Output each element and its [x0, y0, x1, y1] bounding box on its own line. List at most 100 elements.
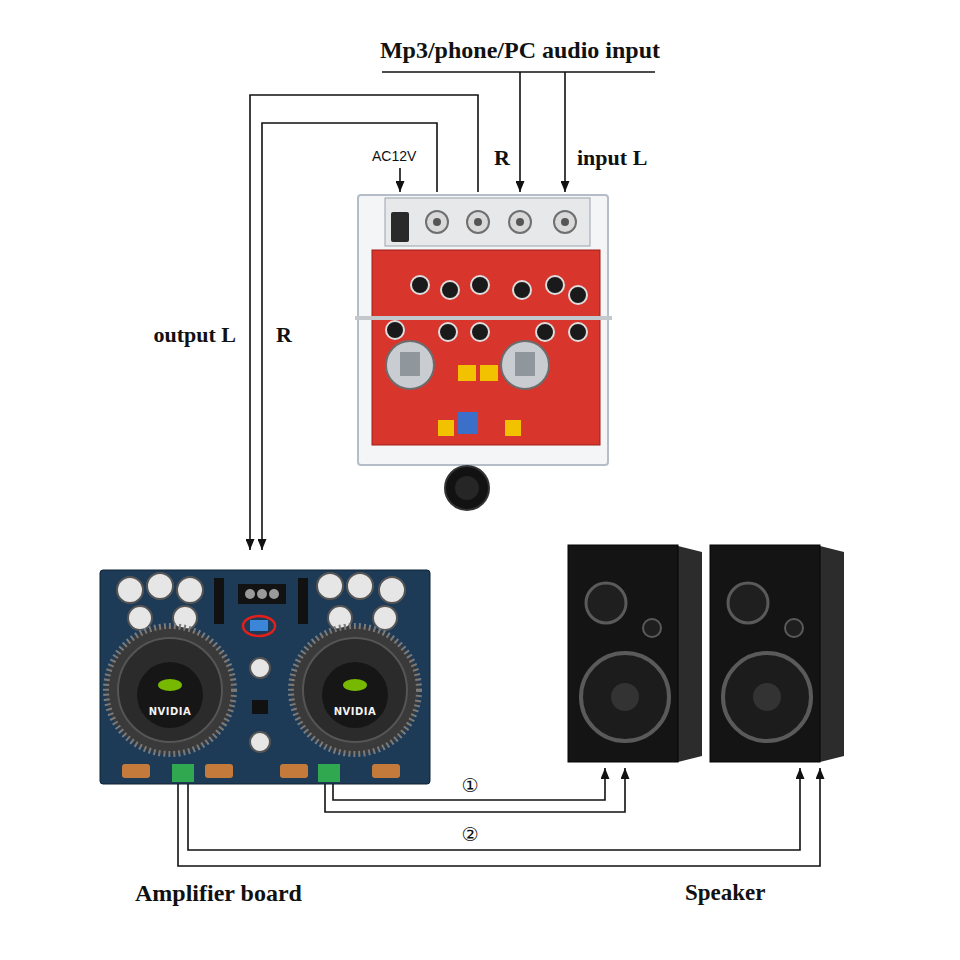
- vacuum-tube: [501, 341, 549, 389]
- inductor: [280, 764, 308, 778]
- wire-connector: [250, 95, 478, 550]
- tweeter: [643, 619, 661, 637]
- source-label-box: Mp3/phone/PC audio input: [355, 28, 685, 72]
- capacitor: [250, 658, 270, 678]
- capacitor: [513, 281, 531, 299]
- capacitor: [471, 276, 489, 294]
- film-capacitor: [480, 365, 498, 381]
- capacitor: [569, 323, 587, 341]
- capacitor: [411, 276, 429, 294]
- wire: [188, 768, 800, 850]
- capacitor: [117, 577, 143, 603]
- node-label: Speaker: [685, 880, 766, 906]
- speaker-pair: [568, 545, 844, 762]
- capacitor: [177, 577, 203, 603]
- highlight-ring: [243, 616, 275, 636]
- capacitor: [386, 321, 404, 339]
- fan-logo: NVIDIA: [334, 706, 377, 717]
- film-capacitor: [505, 420, 521, 436]
- channel-label: R: [492, 145, 512, 171]
- cooling-fan: [118, 638, 222, 742]
- preamp-box: AC12V: [355, 192, 613, 467]
- volume-pot: [458, 412, 478, 434]
- wire-connector: [565, 72, 566, 192]
- wire: [333, 768, 605, 800]
- inductor: [122, 764, 150, 778]
- speaker-side: [678, 546, 702, 762]
- heatsink-fins: [291, 626, 419, 754]
- amplifier-board: [100, 570, 430, 784]
- channel-label: output L: [151, 322, 238, 348]
- heatsink-plate: [298, 578, 308, 624]
- dc-jack: [391, 212, 409, 242]
- speaker-cabinet: [710, 545, 820, 762]
- callout-number: ①: [459, 774, 480, 796]
- speaker-terminal: [172, 764, 194, 782]
- capacitor: [439, 323, 457, 341]
- power-pointer: [399, 168, 401, 192]
- capacitor: [147, 573, 173, 599]
- wire: [325, 768, 625, 812]
- capacitor: [441, 281, 459, 299]
- support-rod: [355, 316, 612, 320]
- node-label: AC12V: [372, 148, 416, 164]
- callout-number: ②: [459, 823, 480, 845]
- fan-hub: [137, 662, 203, 728]
- heatsink-fins: [106, 626, 234, 754]
- woofer-cap: [611, 683, 639, 711]
- rca-jack: [426, 211, 448, 233]
- channel-label: R: [274, 322, 294, 348]
- terminal-screw: [257, 589, 267, 599]
- speaker-cabinet: [568, 545, 678, 762]
- inductor: [205, 764, 233, 778]
- rca-jack: [554, 211, 576, 233]
- capacitor: [317, 573, 343, 599]
- wire-connector: [325, 768, 625, 812]
- capacitor: [569, 286, 587, 304]
- red-pcb: [372, 250, 600, 445]
- tube-preamp: [355, 195, 612, 510]
- rca-jack: [467, 211, 489, 233]
- capacitor: [373, 606, 397, 630]
- capacitor: [546, 276, 564, 294]
- wire: [262, 123, 437, 550]
- film-capacitor: [458, 365, 476, 381]
- wire-connector: [262, 123, 437, 550]
- speaker-terminal: [318, 764, 340, 782]
- amplifier-box: Amplifier board: [100, 550, 430, 784]
- wire: [178, 768, 820, 866]
- channel-label: input L: [575, 145, 649, 171]
- node-label: Mp3/phone/PC audio input: [380, 37, 660, 64]
- acrylic-case: [358, 195, 608, 465]
- capacitor: [250, 732, 270, 752]
- film-capacitor: [438, 420, 454, 436]
- mid-driver: [728, 583, 768, 623]
- blue-pcb: [100, 570, 430, 784]
- rca-pin: [516, 218, 524, 226]
- input-terminal: [238, 584, 286, 604]
- woofer-cap: [753, 683, 781, 711]
- fan-hub: [322, 662, 388, 728]
- capacitor: [471, 323, 489, 341]
- tweeter: [785, 619, 803, 637]
- speaker-box: Speaker: [568, 540, 842, 768]
- rca-jack: [509, 211, 531, 233]
- rca-pin: [561, 218, 569, 226]
- vacuum-tube: [386, 341, 434, 389]
- volume-knob: [445, 466, 489, 510]
- capacitor: [536, 323, 554, 341]
- woofer: [723, 653, 811, 741]
- tube-plate: [515, 352, 535, 376]
- input-bracket: [382, 71, 655, 73]
- wire: [519, 72, 521, 192]
- capacitor: [347, 573, 373, 599]
- knob-cap: [455, 476, 479, 500]
- terminal-screw: [245, 589, 255, 599]
- input-connector: [250, 620, 268, 631]
- mid-driver: [586, 583, 626, 623]
